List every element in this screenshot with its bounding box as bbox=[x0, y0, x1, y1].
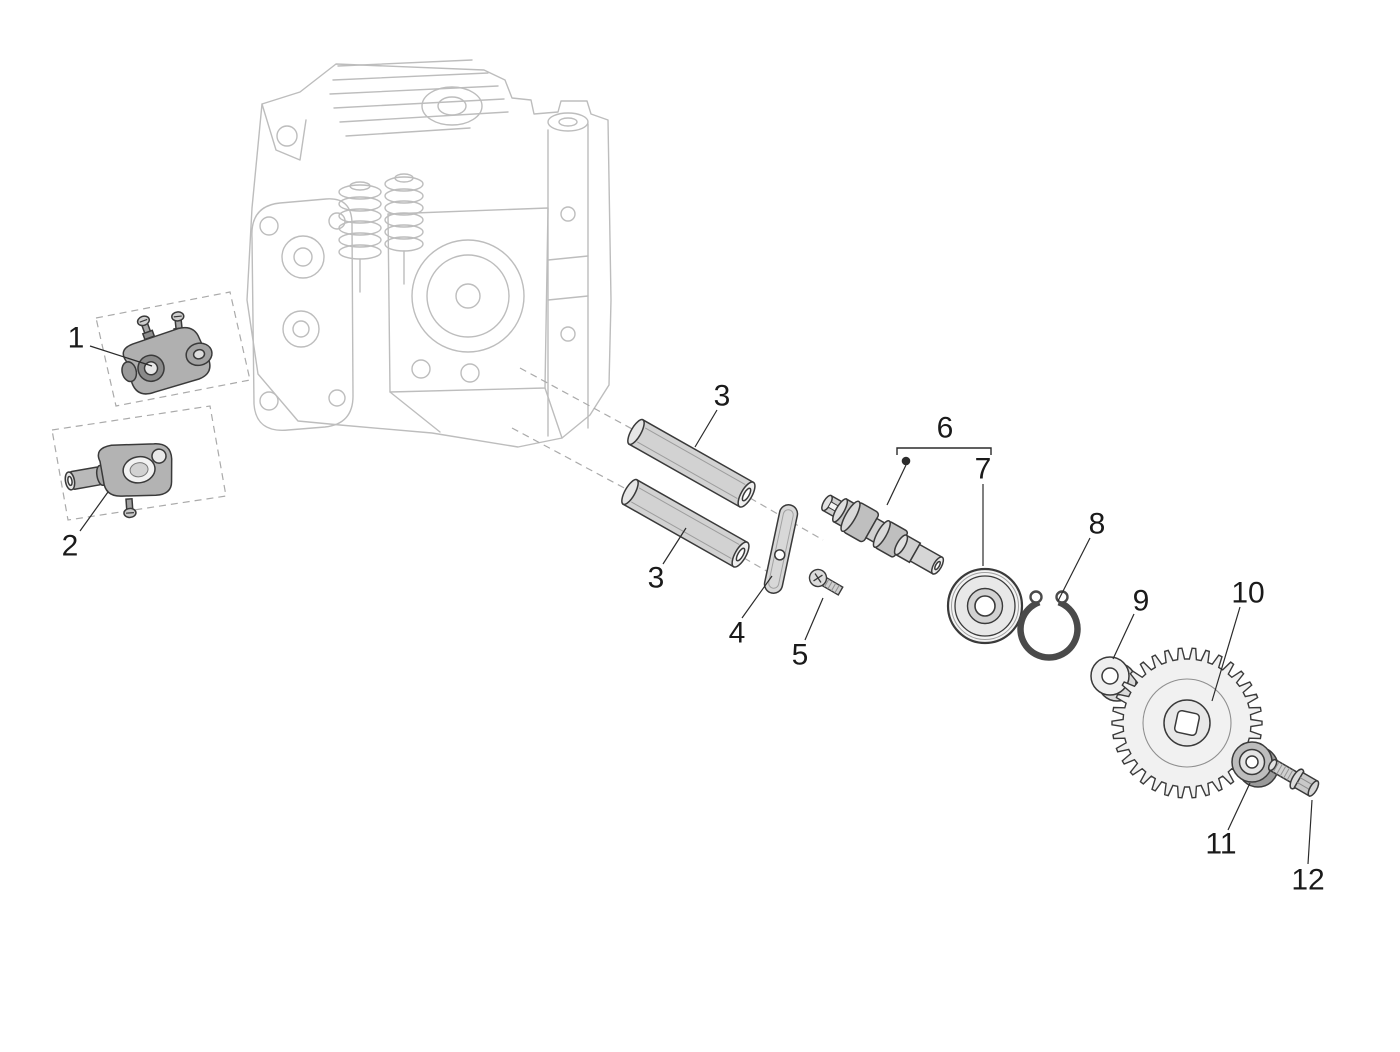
part-bearing bbox=[946, 567, 1024, 645]
callout-6: 6 bbox=[886, 412, 992, 506]
callout-11: 11 bbox=[1205, 782, 1251, 861]
callout-text-3a: 3 bbox=[714, 380, 731, 413]
part-circlip bbox=[1017, 590, 1081, 661]
callout-8: 8 bbox=[1057, 508, 1106, 602]
callout-2: 2 bbox=[62, 491, 109, 563]
part-bolt bbox=[1267, 758, 1320, 797]
callout-3a: 3 bbox=[694, 380, 731, 448]
callout-text-6: 6 bbox=[937, 412, 954, 445]
callout-7: 7 bbox=[975, 453, 992, 566]
part-guide-plate bbox=[763, 504, 799, 594]
callout-leader-3b bbox=[662, 527, 687, 565]
callout-leader-6 bbox=[886, 464, 907, 506]
callout-text-1: 1 bbox=[68, 322, 85, 355]
callout-text-2: 2 bbox=[62, 530, 79, 563]
part-rocker-arm-upper bbox=[121, 311, 213, 395]
part-camshaft bbox=[821, 494, 945, 575]
part-washer bbox=[1231, 741, 1279, 788]
callout-dot-6 bbox=[901, 456, 911, 466]
callout-text-10: 10 bbox=[1231, 577, 1264, 610]
callout-text-3b: 3 bbox=[648, 562, 665, 595]
callout-leader-11 bbox=[1227, 782, 1251, 831]
callout-text-8: 8 bbox=[1089, 508, 1106, 541]
callout-leader-5 bbox=[804, 597, 824, 641]
callout-leader-10 bbox=[1211, 606, 1241, 702]
callout-leader-1 bbox=[89, 345, 153, 367]
callout-10: 10 bbox=[1211, 577, 1265, 702]
callout-1: 1 bbox=[68, 322, 153, 367]
callout-text-11: 11 bbox=[1205, 828, 1236, 861]
cylinder-head-ghost bbox=[246, 59, 612, 448]
callout-9: 9 bbox=[1112, 585, 1150, 660]
callout-leader-6 bbox=[896, 447, 992, 455]
callout-text-12: 12 bbox=[1291, 864, 1324, 897]
part-rocker-pin-upper bbox=[627, 418, 756, 508]
part-spacer bbox=[1090, 656, 1137, 702]
callout-3b: 3 bbox=[648, 527, 687, 595]
part-rocker-arm-lower bbox=[64, 443, 173, 519]
construction-lines bbox=[51, 291, 824, 574]
callout-text-5: 5 bbox=[792, 639, 809, 672]
callout-leader-9 bbox=[1112, 613, 1135, 660]
callout-text-7: 7 bbox=[975, 453, 992, 486]
callout-text-9: 9 bbox=[1133, 585, 1150, 618]
callout-4: 4 bbox=[729, 575, 773, 650]
callout-12: 12 bbox=[1291, 799, 1325, 897]
callout-leader-3a bbox=[694, 409, 718, 448]
part-rocker-pin-lower bbox=[621, 478, 750, 568]
callout-5: 5 bbox=[792, 597, 824, 672]
part-screw bbox=[808, 568, 844, 596]
callout-leader-12 bbox=[1307, 799, 1313, 865]
callout-leader-4 bbox=[741, 575, 773, 619]
callout-leader-2 bbox=[79, 491, 109, 532]
callout-leader-8 bbox=[1057, 537, 1091, 602]
part-sprocket bbox=[1111, 647, 1263, 799]
callout-text-4: 4 bbox=[729, 617, 746, 650]
